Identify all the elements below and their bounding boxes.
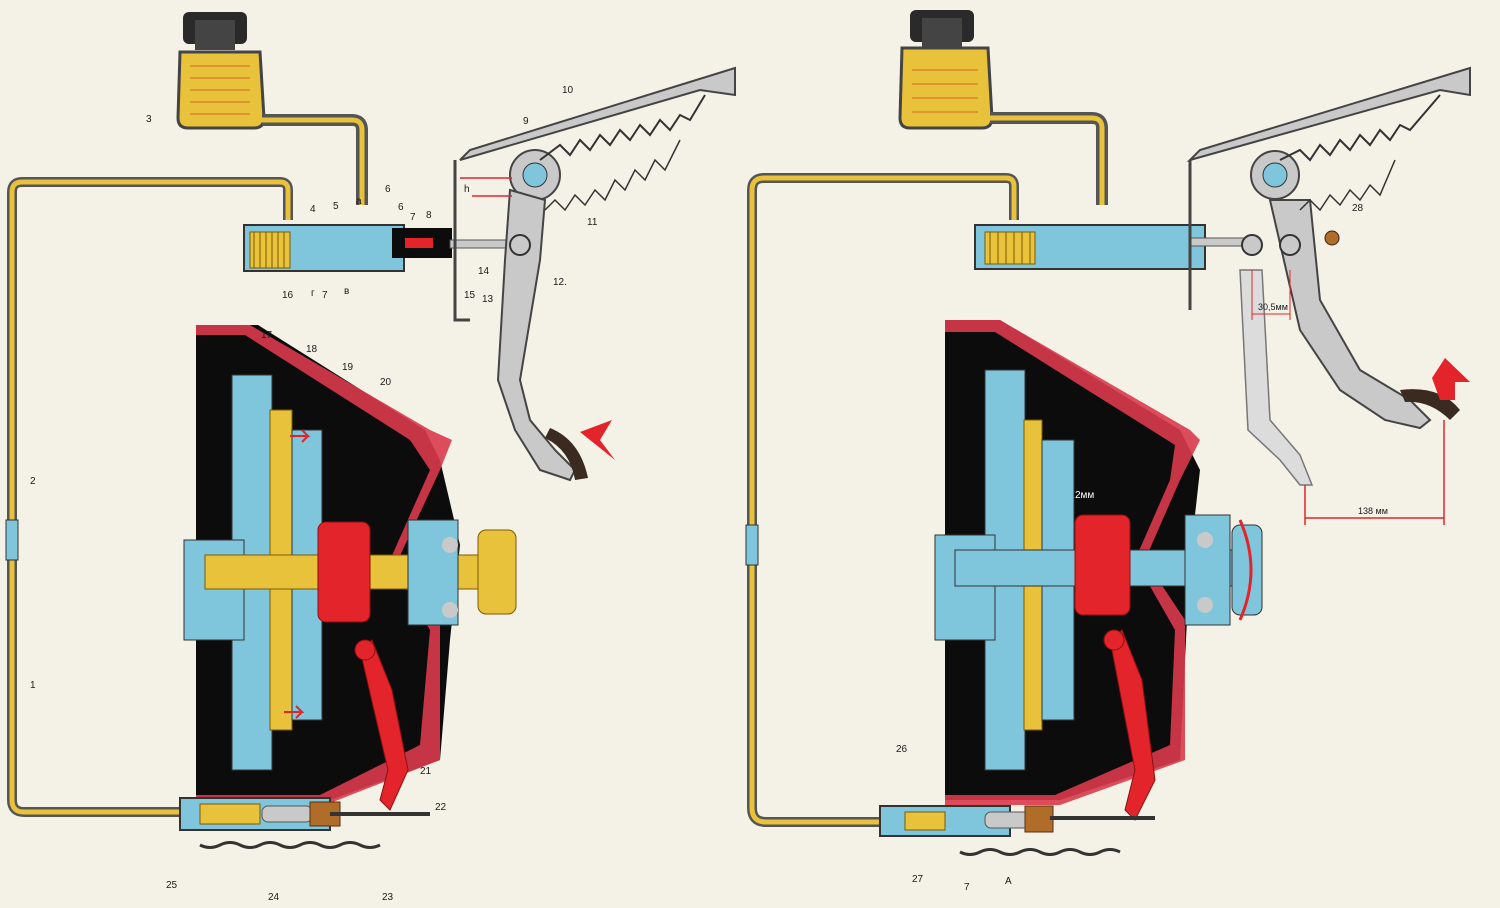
label-14: 14 xyxy=(478,266,490,277)
right-pedal xyxy=(1186,66,1471,486)
right-diagram: 30,5мм 138 мм 2мм xyxy=(464,10,1471,893)
left-slave-cylinder xyxy=(179,797,430,849)
left-reservoir-hose xyxy=(262,114,368,205)
label-5: 5 xyxy=(333,201,339,212)
label-7b: 7 xyxy=(322,290,328,301)
right-labels: 26 27 7 A 28 h xyxy=(464,184,1364,893)
left-reservoir xyxy=(176,12,266,130)
label-a: a xyxy=(356,196,362,207)
label-25: 25 xyxy=(166,880,178,891)
label-7c: 7 xyxy=(964,882,970,893)
label-27: 27 xyxy=(912,874,924,885)
left-diagram: 1 2 3 4 5 a 6 6 7 8 9 10 11 12. 13 14 15… xyxy=(5,12,736,903)
label-28: 28 xyxy=(1352,203,1364,214)
label-2: 2 xyxy=(30,476,36,487)
label-7a: 7 xyxy=(410,212,416,223)
pedal-travel-label: 138 мм xyxy=(1358,506,1388,516)
label-v: в xyxy=(344,286,349,297)
right-master-cylinder xyxy=(974,160,1261,310)
right-reservoir xyxy=(898,10,994,130)
label-1: 1 xyxy=(30,680,36,691)
label-23: 23 xyxy=(382,892,394,903)
right-reservoir-hose xyxy=(990,112,1108,205)
label-17: 17 xyxy=(261,330,273,341)
left-clutch-assembly xyxy=(183,325,517,811)
label-19: 19 xyxy=(342,362,354,373)
left-pedal xyxy=(459,66,736,482)
label-6a: 6 xyxy=(385,184,391,195)
label-4: 4 xyxy=(310,204,316,215)
label-26: 26 xyxy=(896,744,908,755)
left-master-cylinder xyxy=(243,160,521,322)
label-20: 20 xyxy=(380,377,392,388)
label-16: 16 xyxy=(282,290,294,301)
label-3: 3 xyxy=(146,114,152,125)
label-A: A xyxy=(1005,876,1012,887)
label-9: 9 xyxy=(523,116,529,127)
label-10: 10 xyxy=(562,85,574,96)
clearance-label: 2мм xyxy=(1075,490,1094,501)
label-6b: 6 xyxy=(398,202,404,213)
label-12: 12. xyxy=(553,277,567,288)
right-slave-cylinder xyxy=(879,805,1155,856)
pedal-gap-label: 30,5мм xyxy=(1258,302,1288,312)
label-22: 22 xyxy=(435,802,447,813)
free-play-label: h xyxy=(464,184,470,195)
label-24: 24 xyxy=(268,892,280,903)
left-labels: 1 2 3 4 5 a 6 6 7 8 9 10 11 12. 13 14 15… xyxy=(30,85,598,903)
label-21: 21 xyxy=(420,766,432,777)
label-13: 13 xyxy=(482,294,494,305)
label-18: 18 xyxy=(306,344,318,355)
right-dimensions: 30,5мм 138 мм xyxy=(1251,270,1445,525)
label-g: г xyxy=(311,288,315,299)
right-clutch-assembly: 2мм xyxy=(934,320,1263,821)
label-15: 15 xyxy=(464,290,476,301)
label-8: 8 xyxy=(426,210,432,221)
label-11: 11 xyxy=(587,217,598,228)
